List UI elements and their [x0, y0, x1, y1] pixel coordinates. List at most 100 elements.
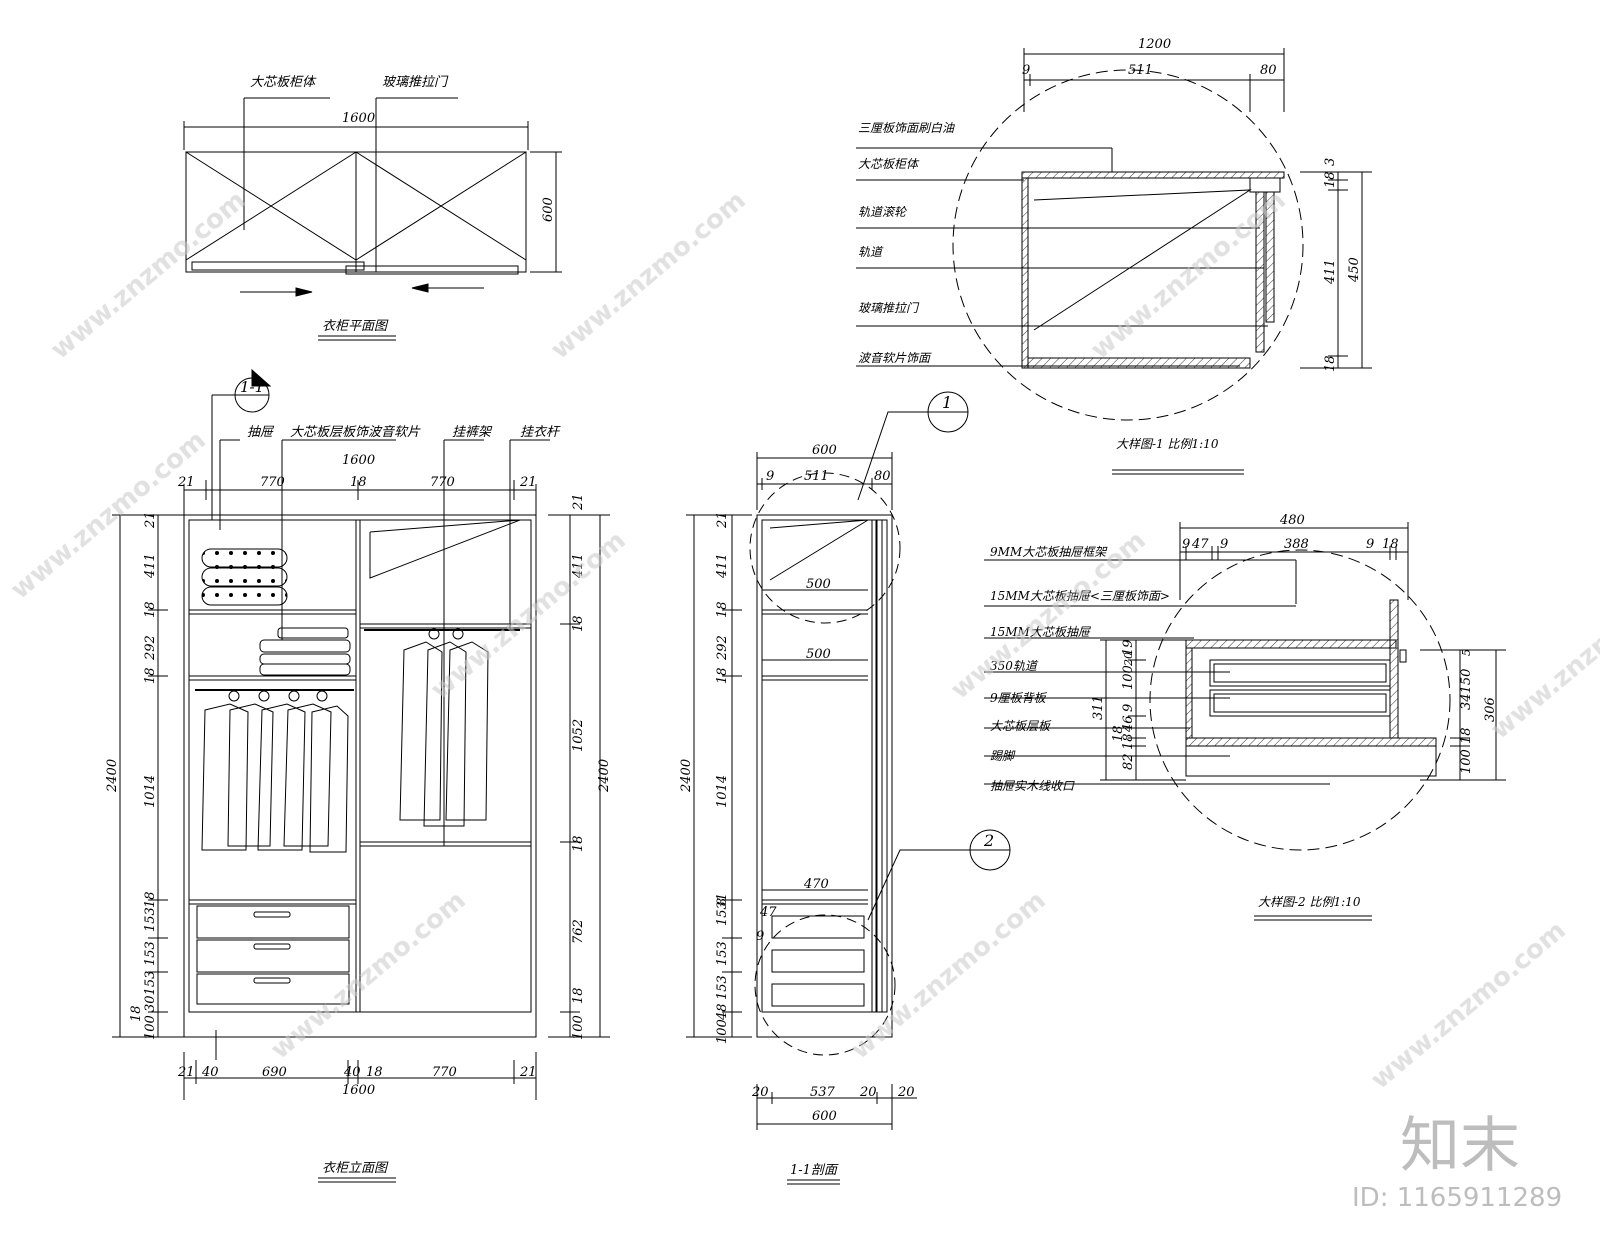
svg-text:21: 21: [571, 493, 586, 511]
svg-text:100: 100: [715, 1019, 730, 1044]
svg-text:34150: 34150: [1459, 669, 1474, 710]
svg-text:9厘板背板: 9厘板背板: [990, 691, 1048, 705]
svg-text:18: 18: [571, 835, 586, 852]
elev-left-dims: 21 411 18 292 18 1014 18 153 153 30153 1…: [105, 511, 158, 1040]
svg-text:292: 292: [715, 635, 730, 661]
svg-text:15MM大芯板抽屉: 15MM大芯板抽屉: [990, 625, 1092, 639]
svg-text:292: 292: [143, 635, 158, 661]
brand-logo: 知末: [1400, 1111, 1520, 1181]
elev-dim-top-2: 18: [350, 475, 367, 490]
folded-towels: [201, 548, 288, 606]
svg-text:www.znzmo.com: www.znzmo.com: [1485, 565, 1600, 745]
svg-text:411: 411: [715, 553, 730, 579]
svg-text:18: 18: [1323, 171, 1338, 188]
section-callout-1: 1: [942, 393, 952, 412]
svg-text:20: 20: [751, 1085, 769, 1100]
svg-text:轨道滚轮: 轨道滚轮: [858, 205, 907, 219]
plan-dim-depth: 600: [541, 197, 556, 222]
plan-title: 衣柜平面图: [322, 319, 389, 334]
svg-text:www.znzmo.com: www.znzmo.com: [425, 525, 631, 705]
elev-dim-top-4: 21: [519, 475, 537, 490]
svg-text:762: 762: [571, 919, 586, 944]
svg-text:5: 5: [1460, 649, 1473, 656]
hanging-coats-right: [399, 628, 489, 827]
svg-text:47: 47: [1191, 537, 1209, 552]
svg-text:411: 411: [1323, 259, 1338, 285]
svg-text:21: 21: [519, 1065, 537, 1080]
elevation-title: 衣柜立面图: [322, 1161, 389, 1176]
svg-text:411: 411: [571, 553, 586, 579]
svg-text:80: 80: [1260, 63, 1277, 78]
section-title: 1-1剖面: [790, 1163, 839, 1178]
detail-2-drawer: [984, 522, 1506, 921]
elev-dim-top-0: 21: [177, 475, 195, 490]
section-bottom-total: 600: [812, 1109, 837, 1124]
svg-text:9MM大芯板抽屉框架: 9MM大芯板抽屉框架: [990, 545, 1108, 559]
svg-text:20: 20: [897, 1085, 915, 1100]
elev-dim-top-3: 770: [430, 475, 455, 490]
detail2-left-total: 311: [1091, 695, 1106, 720]
plan-label-door: 玻璃推拉门: [382, 74, 449, 90]
svg-text:18: 18: [1459, 727, 1474, 744]
svg-text:大芯板层板: 大芯板层板: [990, 719, 1052, 733]
svg-text:18: 18: [1323, 355, 1338, 372]
detail-1-sliding-door: [856, 48, 1372, 475]
svg-text:18: 18: [143, 891, 158, 908]
detail2-right-total: 306: [1483, 697, 1498, 722]
svg-text:1052: 1052: [571, 719, 586, 752]
svg-text:48: 48: [715, 1003, 730, 1021]
elev-section-mark: 1-1: [240, 378, 264, 396]
svg-text:9: 9: [1182, 537, 1190, 552]
section-top-total: 600: [812, 443, 837, 458]
svg-text:100: 100: [571, 1015, 586, 1040]
svg-text:抽屉实木线收口: 抽屉实木线收口: [990, 779, 1075, 793]
svg-text:100: 100: [1459, 749, 1474, 774]
svg-text:18: 18: [571, 615, 586, 632]
svg-text:388: 388: [1284, 537, 1309, 552]
svg-text:153: 153: [143, 907, 158, 932]
svg-text:1531: 1531: [715, 893, 730, 926]
svg-text:18: 18: [1382, 537, 1399, 552]
svg-text:9: 9: [1366, 537, 1374, 552]
folded-clothes: [259, 627, 351, 676]
svg-text:www.znzmo.com: www.znzmo.com: [265, 885, 471, 1065]
svg-text:20: 20: [859, 1085, 877, 1100]
svg-text:18: 18: [143, 667, 158, 684]
svg-text:153: 153: [715, 941, 730, 966]
svg-text:500: 500: [806, 647, 831, 662]
elev-left-total: 2400: [105, 759, 120, 793]
svg-text:9: 9: [1121, 704, 1136, 712]
svg-text:21: 21: [143, 511, 158, 529]
svg-text:15MM大芯板抽屉<三厘板饰面>: 15MM大芯板抽屉<三厘板饰面>: [990, 589, 1170, 603]
section-left-dims: 21 411 18 292 18 1014 1531 8 153 153 48 …: [679, 511, 730, 1044]
elev-right-total: 2400: [597, 759, 612, 793]
detail1-right-total: 450: [1347, 257, 1362, 283]
svg-text:153: 153: [143, 941, 158, 966]
svg-text:18: 18: [715, 667, 730, 684]
svg-text:踢脚: 踢脚: [990, 749, 1016, 763]
hanging-shirts-left: [201, 690, 349, 853]
plan-label-cabinet: 大芯板柜体: [250, 75, 317, 90]
detail1-top-total: 1200: [1138, 37, 1171, 52]
svg-text:21: 21: [715, 511, 730, 529]
svg-text:18: 18: [143, 601, 158, 618]
svg-text:18: 18: [1121, 733, 1136, 750]
section-left-total: 2400: [679, 759, 694, 793]
wardrobe-section-1-1: [686, 391, 1011, 1185]
svg-text:18: 18: [715, 601, 730, 618]
svg-text:511: 511: [804, 469, 829, 484]
svg-text:47: 47: [759, 905, 777, 920]
wardrobe-elevation-view: [112, 368, 610, 1183]
svg-text:玻璃推拉门: 玻璃推拉门: [858, 301, 920, 315]
svg-text:21: 21: [177, 1065, 195, 1080]
svg-text:18: 18: [571, 987, 586, 1004]
detail2-top-total: 480: [1279, 513, 1305, 528]
elev-bottom-total: 1600: [342, 1083, 375, 1098]
elev-label-drawer: 抽屉: [247, 425, 275, 440]
svg-text:18: 18: [129, 1005, 144, 1022]
svg-text:8: 8: [715, 898, 730, 906]
svg-text:轨道: 轨道: [858, 245, 884, 259]
svg-text:500: 500: [806, 577, 831, 592]
svg-text:30153: 30153: [143, 971, 158, 1012]
